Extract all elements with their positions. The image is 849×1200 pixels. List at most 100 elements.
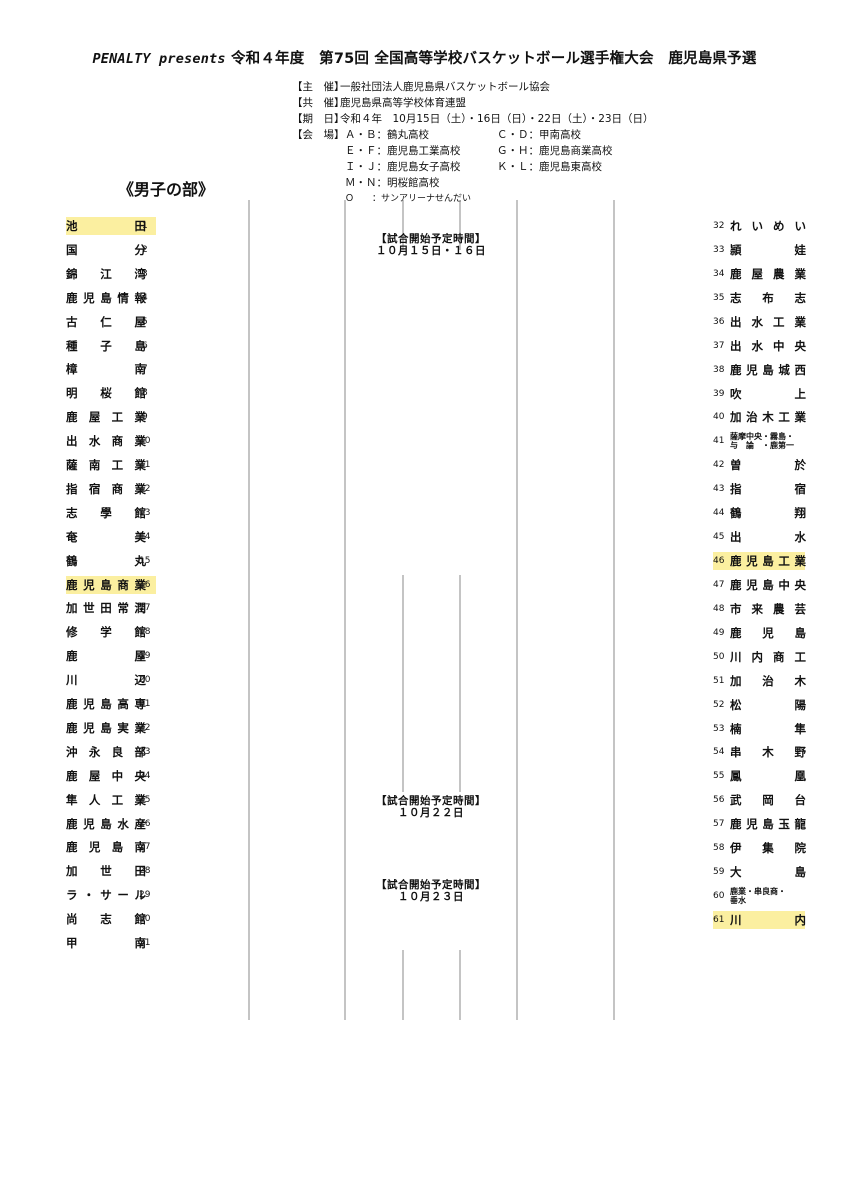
team-name: 隼人工業 <box>66 792 146 807</box>
seed-number: 18 <box>139 627 151 638</box>
team-name: 鹿児島商業 <box>66 577 146 592</box>
cohost-value: 鹿児島県高等学校体育連盟 <box>340 97 466 109</box>
venue-name: 鹿児島女子高校 <box>387 161 461 173</box>
team-name: 加世田 <box>66 864 146 879</box>
seed-number: 27 <box>139 842 151 853</box>
seed-number: 59 <box>713 867 725 878</box>
team-name: 鹿児島実業 <box>66 720 146 735</box>
seed-number: 44 <box>713 508 725 519</box>
schedule-heading: 【試合開始予定時間】 <box>376 795 486 807</box>
team-name: 出水工業 <box>730 314 806 329</box>
team-name: 串木野 <box>730 745 806 760</box>
team-name: 鶴丸 <box>66 553 146 568</box>
team-entry: 48 市来農芸 <box>713 600 806 618</box>
team-name: 川内商工 <box>730 649 806 664</box>
seed-number: 50 <box>713 651 725 662</box>
seed-number: 33 <box>713 244 725 255</box>
team-name: 鹿児島工業 <box>730 554 806 569</box>
team-name: 鹿児島 <box>730 625 806 640</box>
seed-number: 32 <box>713 221 725 231</box>
seed-number: 21 <box>139 699 151 709</box>
seed-number: 5 <box>142 316 148 327</box>
seed-number: 31 <box>139 938 151 948</box>
seed-number: 10 <box>139 436 151 447</box>
cohost-key: 【共 催】 <box>292 97 345 109</box>
team-name: 池田 <box>66 219 146 233</box>
seed-number: 7 <box>142 364 148 375</box>
team-name: 楠隼 <box>730 721 806 736</box>
seed-number: 14 <box>139 531 151 542</box>
tournament-title: 令和４年度 第75回 全国高等学校バスケットボール選手権大会 鹿児島県予選 <box>230 51 757 67</box>
team-name: 大島 <box>730 865 806 880</box>
seed-number: 38 <box>713 364 725 375</box>
seed-number: 56 <box>713 795 725 806</box>
seed-number: 42 <box>713 460 725 471</box>
dates-row: 【期 日】令和４年 10月15日（土）・16日（日）・22日（土）・23日（日） <box>292 111 654 126</box>
seed-number: 48 <box>713 603 725 614</box>
schedule-block-2: 【試合開始予定時間】 １０月２２日 <box>349 795 513 831</box>
seed-number: 46 <box>713 556 725 567</box>
venue-name: 鹿児島商業高校 <box>539 145 613 157</box>
team-entry: 42 曽於 <box>713 456 806 474</box>
seed-number: 24 <box>139 770 151 781</box>
schedule-block-1: 【試合開始予定時間】 １０月１５日・１６日 <box>349 233 513 266</box>
venue-name: 鹿児島工業高校 <box>387 145 461 157</box>
team-name: 薩南工業 <box>66 458 146 472</box>
schedule-block-3: 【試合開始予定時間】 １０月２３日 <box>349 879 513 926</box>
team-name: 鹿屋工業 <box>66 410 146 425</box>
venue-courts: Ｍ・Ｎ： <box>345 177 387 189</box>
venue-courts: Ｋ・Ｌ： <box>497 161 539 173</box>
team-name: 志布志 <box>730 290 806 305</box>
venue-item: Ｃ・Ｄ：甲南高校 <box>497 127 581 142</box>
seed-number: 53 <box>713 723 725 734</box>
seed-number: 54 <box>713 747 725 758</box>
seed-number: 19 <box>139 651 151 662</box>
venue-item: Ａ・Ｂ：鶴丸高校 <box>345 127 429 142</box>
venue-item: Ｍ・Ｎ：明桜館高校 <box>345 175 440 190</box>
team-entry: 36 出水工業 <box>713 313 806 331</box>
team-name: 市来農芸 <box>730 601 806 616</box>
team-name: 吹上 <box>730 386 806 401</box>
team-name: 川辺 <box>66 673 146 688</box>
venue-key: 【会 場】 <box>292 129 345 141</box>
dates-key: 【期 日】 <box>292 113 345 125</box>
seed-number: 37 <box>713 340 725 351</box>
team-name: 鹿屋中央 <box>66 768 146 783</box>
team-entry: 35 志布志 <box>713 289 806 307</box>
venue-item: Ｋ・Ｌ：鹿児島東高校 <box>497 159 602 174</box>
seed-number: 43 <box>713 484 725 495</box>
seed-number: 3 <box>142 268 148 279</box>
team-name: 指宿 <box>730 482 806 497</box>
seed-number: 35 <box>713 292 725 303</box>
team-entry: 44 鶴翔 <box>713 504 806 522</box>
seed-number: 41 <box>713 436 725 447</box>
team-name: 鶴翔 <box>730 506 806 521</box>
seed-number: 36 <box>713 316 725 327</box>
seed-number: 49 <box>713 627 725 638</box>
team-name: 鹿児島高専 <box>66 697 146 711</box>
seed-number: 28 <box>139 866 151 877</box>
team-name: 曽於 <box>730 458 806 473</box>
seed-number: 52 <box>713 699 725 710</box>
